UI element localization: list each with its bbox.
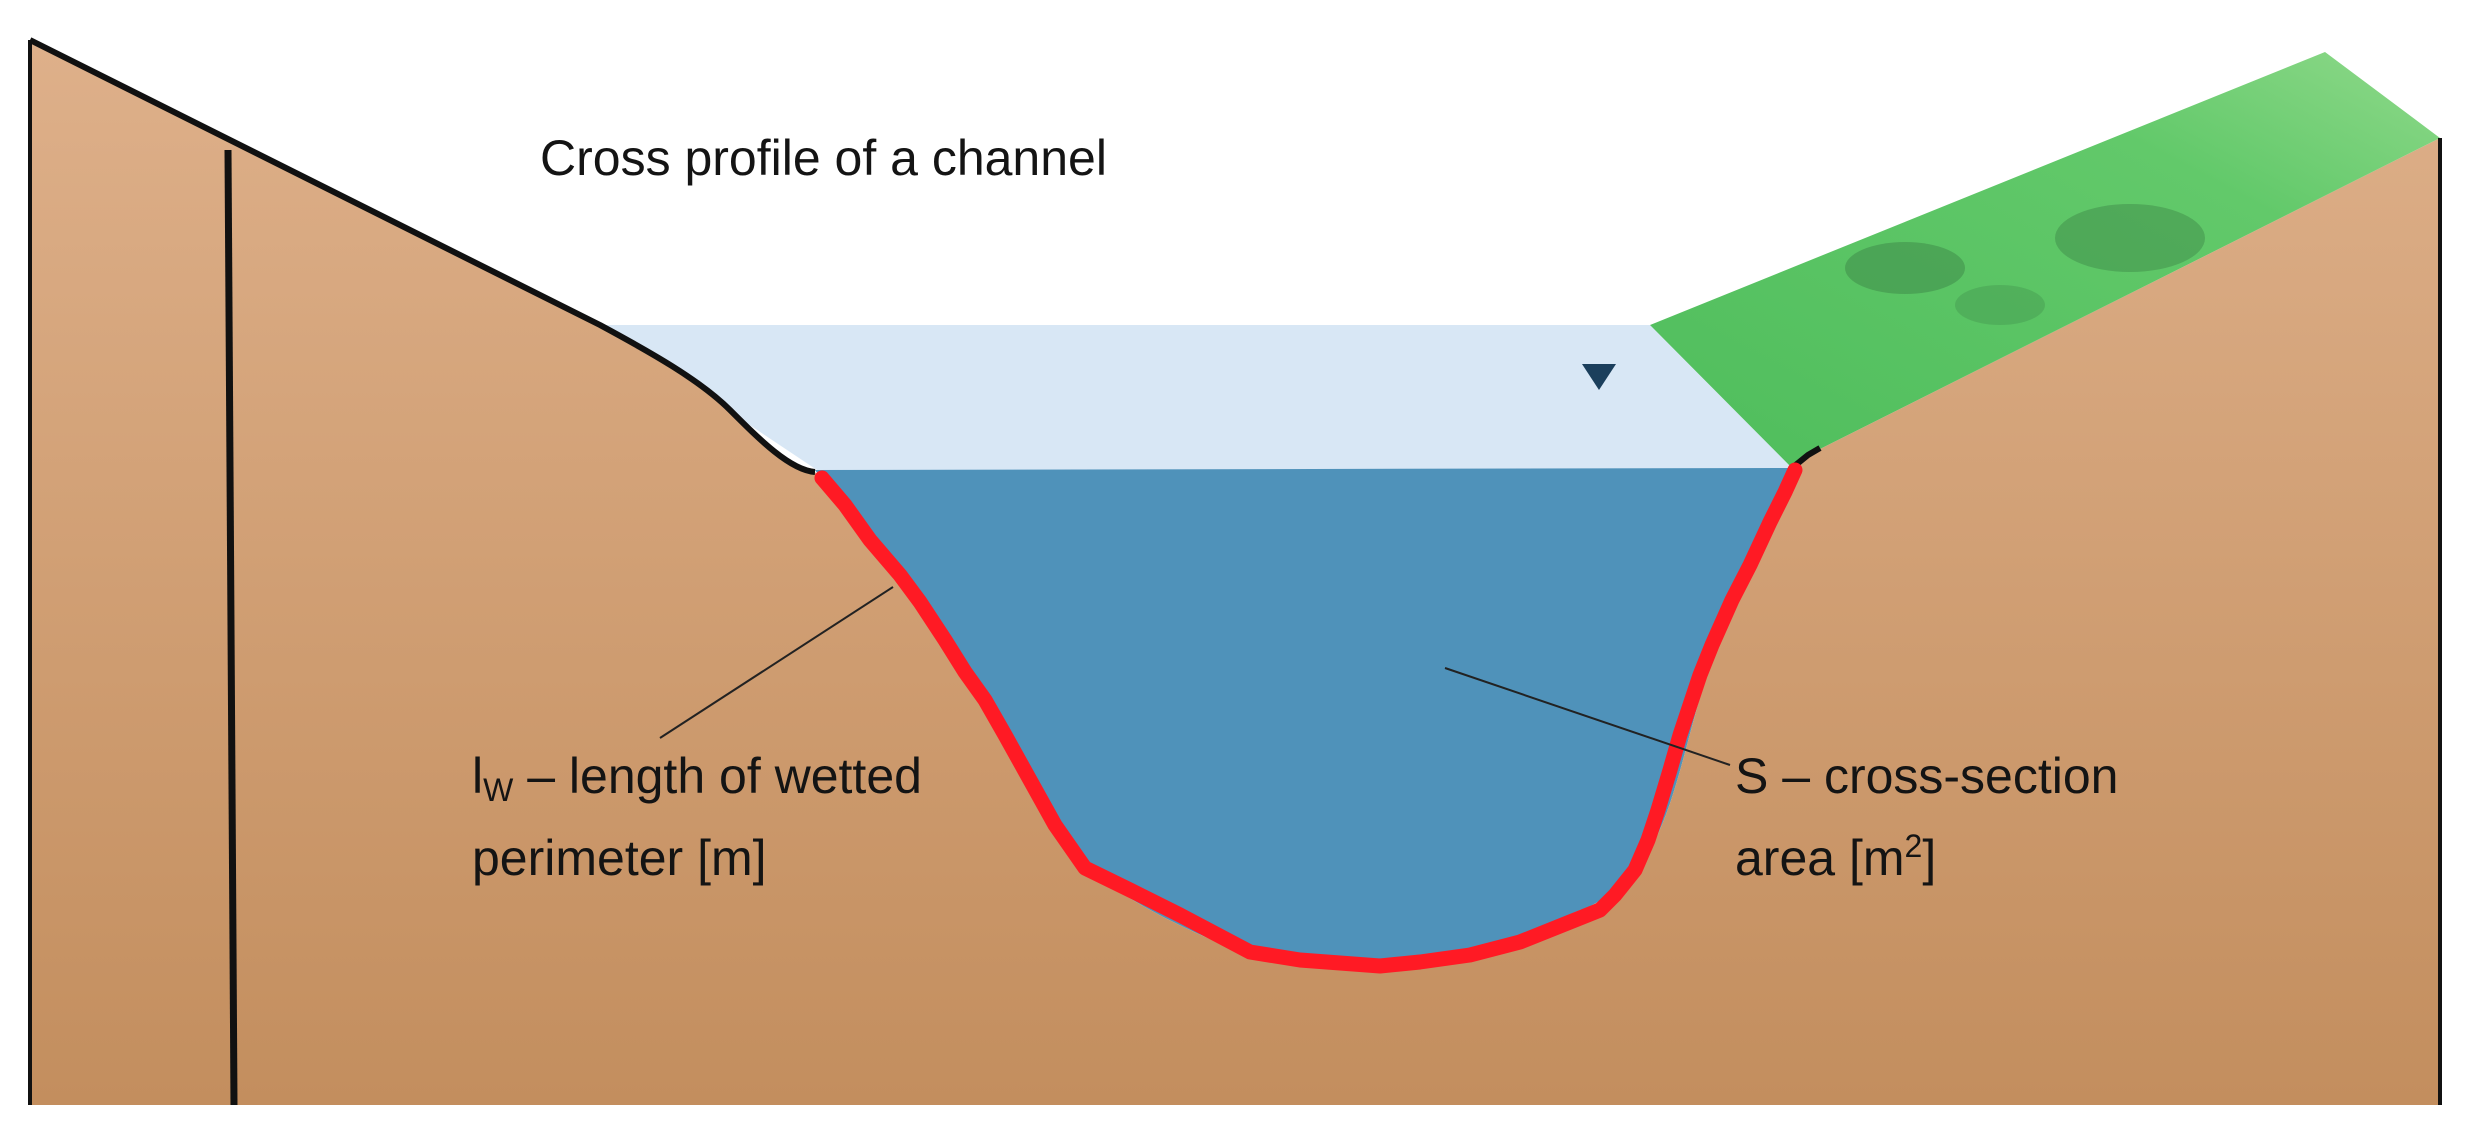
cross-section-label-line1: S – cross-section xyxy=(1735,748,2118,804)
cross-section-label-main: area [m xyxy=(1735,830,1905,886)
left-bank-outline xyxy=(28,37,816,475)
grass-shade-patch xyxy=(1845,242,1965,294)
grass-shade-patch xyxy=(1955,285,2045,325)
wetted-perimeter-label-line2: perimeter [m] xyxy=(472,830,767,886)
grass-shade-patch xyxy=(2055,204,2205,272)
water-cross-section-area xyxy=(815,468,1795,966)
left-bank-soil xyxy=(30,40,2440,1105)
diagram-title: Cross profile of a channel xyxy=(540,130,1107,186)
wetted-perimeter-line xyxy=(814,462,1803,974)
cross-section-label-superscript: 2 xyxy=(1905,828,1923,864)
cross-section-leader-line xyxy=(1444,667,1731,766)
cross-section-label-end: ] xyxy=(1922,830,1936,886)
water-surface-zone xyxy=(600,325,1792,472)
wetted-perimeter-label-line1: – length of wetted xyxy=(513,748,922,804)
wetted-perimeter-label: lW – length of wetted xyxy=(472,748,922,808)
wetted-perimeter-symbol: l xyxy=(472,748,483,804)
water-level-marker-icon xyxy=(1582,364,1616,390)
wetted-perimeter-leader-line xyxy=(659,586,894,739)
left-section-line xyxy=(224,149,238,1106)
cross-section-label-line2: area [m2] xyxy=(1735,828,1936,886)
wetted-perimeter-subscript: W xyxy=(483,772,514,808)
grass-bank xyxy=(1650,52,2440,468)
